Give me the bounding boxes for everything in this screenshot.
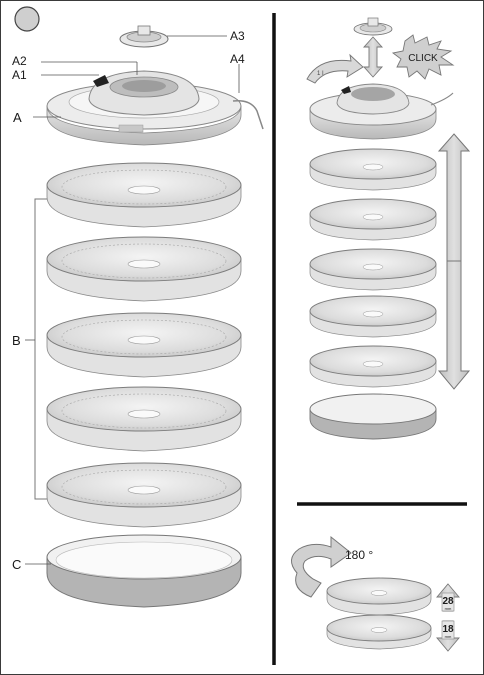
tray-4: [47, 387, 241, 451]
label-b: B: [12, 333, 21, 348]
small-tray-5: [310, 346, 436, 387]
small-tray-2: [310, 199, 436, 240]
tray-3: [47, 313, 241, 377]
label-a4: A4: [230, 52, 245, 66]
rotate-label: 180 °: [345, 548, 373, 562]
tray-1: [47, 163, 241, 227]
label-a3: A3: [230, 29, 245, 43]
heater-base-small: [310, 84, 453, 139]
height-low-unit: mm: [445, 634, 452, 639]
small-tray-4: [310, 296, 436, 337]
drip-tray-c: [47, 535, 241, 607]
tray-orientation-high: [327, 578, 431, 615]
small-tray-3: [310, 249, 436, 290]
height-high-unit: mm: [445, 606, 452, 611]
filter-cap-small: [354, 18, 392, 35]
tray-stack-small: [310, 149, 436, 387]
filter-cap-a3: [120, 26, 168, 47]
label-a1: A1: [12, 68, 27, 82]
rotate-arrow-icon: [307, 55, 363, 83]
label-c: C: [12, 557, 21, 572]
step-marker-icon: [15, 7, 39, 31]
tray-stack-b: [47, 163, 241, 527]
heater-base-a: [47, 71, 263, 145]
svg-text:1 I: 1 I: [317, 71, 324, 77]
tray-bracket: [35, 199, 47, 499]
click-label: CLICK: [408, 53, 438, 64]
tray-orientation-low: [327, 615, 431, 649]
up-down-arrow-icon: [364, 37, 382, 77]
tray-2: [47, 237, 241, 301]
drip-tray-small: [310, 394, 436, 439]
tray-5: [47, 463, 241, 527]
label-a: A: [13, 110, 22, 125]
small-tray-1: [310, 149, 436, 190]
label-a2: A2: [12, 54, 27, 68]
click-burst: CLICK: [393, 35, 453, 79]
